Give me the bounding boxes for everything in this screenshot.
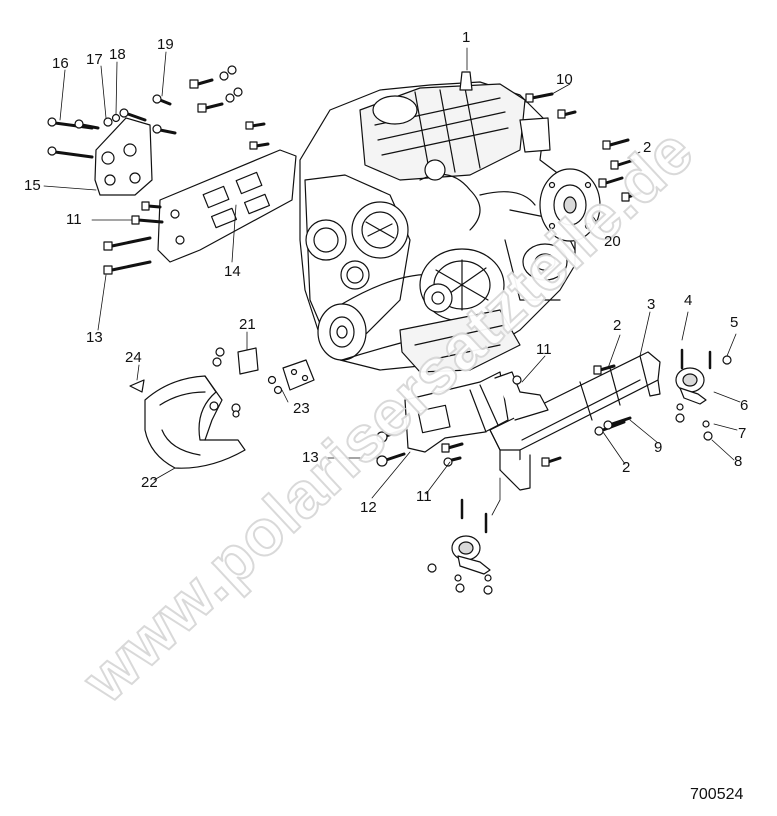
callout-15: 15 xyxy=(24,177,41,194)
bolt-group-upper-left xyxy=(47,65,270,159)
callout-12: 12 xyxy=(360,499,377,516)
callout-13-center: 13 xyxy=(302,449,319,466)
callout-7: 7 xyxy=(738,425,747,442)
bolt-group-left-lower xyxy=(103,201,164,275)
callout-11-left: 11 xyxy=(66,211,82,228)
clip-24 xyxy=(129,379,241,418)
callout-21: 21 xyxy=(239,316,256,333)
bracket-21 xyxy=(212,347,259,375)
callout-5: 5 xyxy=(730,314,739,331)
crossmember-3 xyxy=(489,351,661,491)
mount-bracket-12 xyxy=(404,371,549,453)
callout-6: 6 xyxy=(740,397,749,414)
callout-1: 1 xyxy=(462,29,471,46)
engine-assembly xyxy=(299,71,576,373)
bolt-group-upper-right xyxy=(525,92,642,202)
callout-20: 20 xyxy=(604,233,621,250)
callout-13-left: 13 xyxy=(86,329,103,346)
callout-14: 14 xyxy=(224,263,241,280)
bolt-group-center xyxy=(376,375,522,467)
engine-bracket-15 xyxy=(94,117,153,196)
engine-mount-lower xyxy=(427,498,493,595)
callout-23: 23 xyxy=(293,400,310,417)
callout-17: 17 xyxy=(86,51,103,68)
drawing-number: 700524 xyxy=(690,786,744,803)
engine-bracket-14 xyxy=(157,149,297,263)
heat-shield-22 xyxy=(144,375,246,469)
leader-lines xyxy=(43,47,741,516)
callout-4: 4 xyxy=(684,292,693,309)
callout-16: 16 xyxy=(52,55,69,72)
engine-mount-6 xyxy=(675,348,732,441)
callout-11-center: 11 xyxy=(536,341,552,358)
callout-18: 18 xyxy=(109,46,126,63)
callout-2-mid: 2 xyxy=(613,317,622,334)
bolt-group-right-lower xyxy=(541,364,632,467)
callout-2-lower: 2 xyxy=(622,459,631,476)
callout-3: 3 xyxy=(647,296,656,313)
callout-8: 8 xyxy=(734,453,743,470)
callout-2-upper: 2 xyxy=(643,139,652,156)
callout-22: 22 xyxy=(141,474,158,491)
callout-19: 19 xyxy=(157,36,174,53)
callout-10: 10 xyxy=(556,71,573,88)
callout-24: 24 xyxy=(125,349,142,366)
callout-9: 9 xyxy=(654,439,663,456)
callout-11-lower: 11 xyxy=(416,488,432,505)
drive-plate-20 xyxy=(539,168,601,242)
plate-23 xyxy=(267,359,315,395)
